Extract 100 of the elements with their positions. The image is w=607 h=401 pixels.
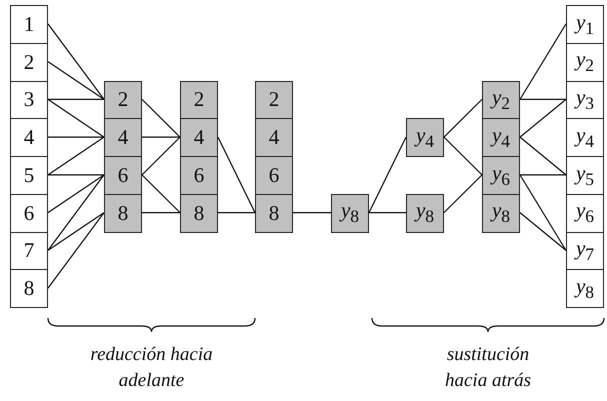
connector-line: [520, 174, 566, 176]
connector-line: [142, 136, 180, 176]
cell-box: [10, 42, 48, 82]
cell-box: [10, 80, 48, 120]
cell-box: [566, 80, 604, 120]
connector-line: [48, 136, 104, 138]
connector-line: [293, 212, 331, 214]
cell-label: y$_{1}$: [576, 12, 594, 38]
cell-label: 8: [268, 202, 280, 224]
cell-label: 2: [24, 52, 34, 73]
cell-label: 1: [24, 14, 34, 35]
cell-label: y$_{8}$: [576, 276, 594, 302]
cell-label: y$_{3}$: [576, 87, 594, 113]
cell-box: [566, 194, 604, 232]
connector-line: [520, 98, 566, 138]
cell-label: y$_{4}$: [576, 124, 594, 150]
connector-line: [142, 98, 180, 138]
cell-box: [180, 80, 218, 120]
cell-box: [10, 118, 48, 157]
bracket-caption: sustitución hacia atrás: [444, 343, 532, 393]
cell-label: 8: [24, 278, 34, 300]
cell-label: y$_{5}$: [576, 162, 594, 188]
cell-label: y$_{8}$: [416, 200, 434, 226]
cell-box: [406, 118, 444, 157]
cell-box: [104, 80, 142, 120]
cell-box: [104, 156, 142, 195]
cell-label: y$_{6}$: [576, 200, 594, 226]
cell-label: 6: [118, 164, 128, 186]
cell-label: 3: [24, 89, 34, 110]
cell-box: [331, 194, 369, 232]
cell-label: y$_{8}$: [340, 200, 360, 226]
connector-line: [48, 174, 104, 251]
cell-box: [180, 118, 218, 157]
cell-label: 2: [194, 89, 204, 110]
connector-line: [48, 212, 104, 251]
cell-label: 4: [194, 127, 204, 148]
connector-line: [48, 98, 104, 100]
cell-label: 4: [24, 127, 34, 148]
cell-box: [10, 232, 48, 270]
cell-label: 4: [268, 127, 280, 148]
cell-label: 2: [268, 89, 280, 110]
cell-box: [255, 80, 293, 120]
connector-line: [48, 61, 104, 100]
connector-line: [520, 136, 566, 176]
connector-line: [444, 174, 482, 214]
connector-line: [142, 136, 180, 138]
connector-line: [444, 136, 482, 176]
cell-box: [482, 118, 520, 157]
connector-line: [369, 212, 406, 214]
connector-line: [48, 24, 104, 100]
cell-box: [566, 118, 604, 157]
cell-box: [255, 118, 293, 157]
connector-line: [48, 174, 104, 214]
connector-line: [444, 98, 482, 138]
cell-box: [482, 156, 520, 195]
cell-label: 2: [118, 89, 128, 110]
bracket-caption: reducción hacia adelante: [89, 343, 214, 393]
cell-label: 5: [24, 164, 34, 186]
cell-label: y$_{8}$: [492, 200, 510, 226]
connector-line: [519, 24, 567, 100]
connector-line: [368, 136, 407, 213]
cell-box: [566, 269, 604, 308]
cell-box: [566, 5, 604, 44]
connector-line: [218, 212, 255, 214]
cell-box: [104, 194, 142, 232]
connector-line: [519, 174, 567, 251]
cell-box: [10, 194, 48, 232]
cell-box: [10, 5, 48, 44]
connector-line: [142, 212, 180, 214]
cell-box: [255, 194, 293, 232]
cell-label: y$_{4}$: [416, 124, 434, 150]
cell-label: 6: [24, 202, 34, 224]
cell-label: 7: [24, 240, 34, 262]
connector-line: [48, 174, 104, 176]
cell-box: [255, 156, 293, 195]
cell-box: [566, 232, 604, 270]
cell-label: 6: [194, 164, 204, 186]
connector-line: [520, 212, 566, 251]
connector-line: [48, 98, 104, 138]
cell-label: y$_{2}$: [576, 49, 594, 75]
cell-label: y$_{7}$: [576, 238, 594, 264]
cell-box: [566, 42, 604, 82]
cell-box: [10, 156, 48, 195]
cell-label: y$_{6}$: [492, 162, 510, 188]
cell-box: [566, 156, 604, 195]
cell-label: y$_{4}$: [492, 124, 510, 150]
connector-line: [48, 212, 104, 288]
cell-label: 6: [268, 164, 280, 186]
cell-label: 8: [118, 202, 128, 224]
connector-line: [520, 98, 566, 100]
cell-label: 4: [118, 127, 128, 148]
cell-box: [482, 80, 520, 120]
cell-box: [180, 156, 218, 195]
connector-line: [48, 136, 104, 176]
cell-box: [406, 194, 444, 232]
connector-line: [217, 136, 256, 213]
cell-box: [482, 194, 520, 232]
cell-label: 8: [194, 202, 204, 224]
cell-label: y$_{2}$: [492, 87, 510, 113]
cell-box: [10, 269, 48, 308]
